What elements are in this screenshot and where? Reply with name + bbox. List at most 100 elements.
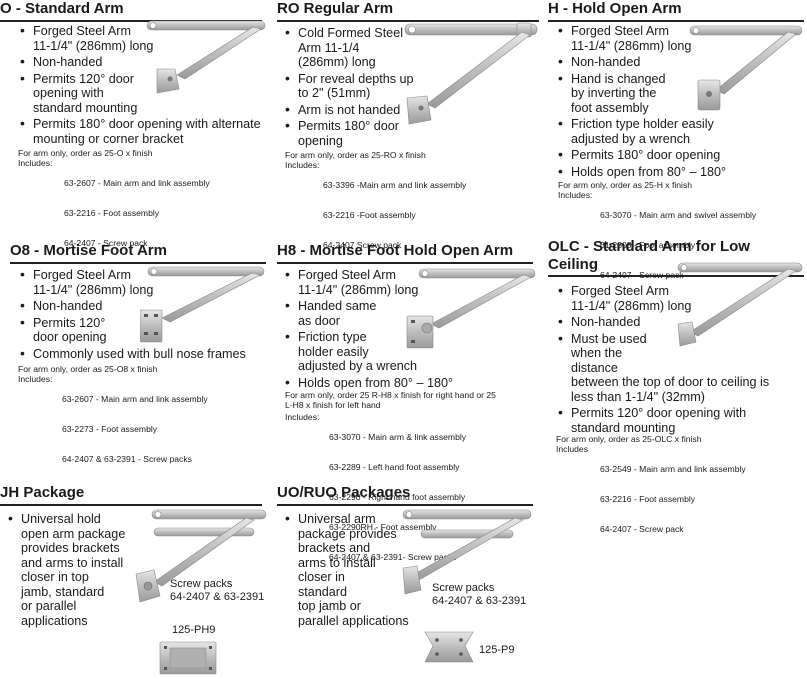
section-title: O - Standard Arm	[0, 0, 124, 17]
list-item: Friction type holder easily adjusted by …	[558, 116, 806, 146]
list-item: Friction type holder easily adjusted by …	[285, 329, 455, 374]
list-item: Permits 120° door opening	[20, 315, 270, 345]
includes-label: Includes:	[285, 160, 320, 170]
order-note: For arm only, order as 25-OLC x finish	[556, 434, 702, 444]
section-rule	[10, 262, 266, 264]
list-item: Permits 180° door opening	[285, 118, 435, 148]
include-item: 63-3396 -Main arm and link assembly	[323, 180, 467, 190]
feature-list: Forged Steel Arm 11-1/4" (286mm) long No…	[20, 23, 270, 148]
include-item: 61-2303 - Foot assembly	[600, 240, 696, 250]
section-title: JH Package	[0, 484, 85, 501]
screw-packs-caption: Screw packs 64-2407 & 63-2391	[432, 582, 527, 607]
section-ro-regular-arm: RO Regular Arm Cold Formed Steel Arm 11-…	[277, 0, 542, 250]
feature-list: Forged Steel Arm 11-1/4" (286mm) long No…	[20, 267, 270, 363]
section-title: H - Hold Open Arm	[548, 0, 682, 17]
includes-list: Includes: 63-2607 - Main arm and link as…	[18, 158, 268, 248]
includes-label: Includes:	[18, 158, 53, 168]
list-item: Commonly used with bull nose frames	[20, 346, 270, 362]
include-item: 63-2216 -Foot assembly	[323, 210, 416, 220]
includes-label: Includes:	[558, 190, 593, 200]
includes-label: Includes:	[18, 374, 53, 384]
section-title-line2: Ceiling	[548, 256, 599, 273]
list-item: Universal arm package provides brackets …	[285, 511, 415, 628]
include-item: 63-2216 - Foot assembly	[64, 208, 160, 218]
list-item: Cold Formed Steel Arm 11-1/4 (286mm) lon…	[285, 25, 435, 70]
include-item: 64-2407 - Screw pack	[64, 238, 148, 248]
list-item: Handed same as door	[285, 298, 455, 328]
list-item: Arm is not handed	[285, 102, 435, 118]
includes-label: Includes:	[285, 412, 320, 422]
mounting-plate-p9-image	[424, 631, 474, 663]
list-item: Holds open from 80° – 180°	[558, 164, 806, 180]
order-note: For arm only, order as 25-O8 x finish	[18, 364, 158, 374]
include-item: 63-2273 - Foot assembly	[62, 424, 158, 434]
list-item: Non-handed	[558, 54, 806, 70]
feature-list: Forged Steel Arm 11-1/4" (286mm) long No…	[558, 283, 806, 437]
uo-package-arms-image	[402, 509, 532, 595]
order-note: For arm only, order as 25-H x finish	[558, 180, 693, 190]
includes-list: Includes: 63-3396 -Main arm and link ass…	[285, 160, 535, 250]
section-olc-low-ceiling-arm: OLC - Standard Arm for Low Ceiling Forge…	[548, 238, 807, 534]
include-item: 63-2290 - Right hand foot assembly	[329, 492, 466, 502]
feature-list: Forged Steel Arm 11-1/4" (286mm) long Ha…	[285, 267, 455, 392]
list-item: Permits 120° door opening with standard …	[558, 405, 806, 435]
include-item: 64-2407 - Screw pack	[600, 524, 684, 534]
section-rule	[548, 20, 804, 22]
feature-list: Forged Steel Arm 11-1/4" (286mm) long No…	[558, 23, 806, 181]
includes-list: Includes: 63-2607 - Main arm and link as…	[18, 374, 268, 464]
include-item: 63-2549 - Main arm and link assembly	[600, 464, 746, 474]
include-item: 63-2289 - Left hand foot assembly	[329, 462, 460, 472]
include-item: 63-3070 - Main arm & link assembly	[329, 432, 467, 442]
list-item: Forged Steel Arm 11-1/4" (286mm) long	[558, 23, 806, 53]
section-title: OLC - Standard Arm for Low	[548, 238, 750, 255]
list-item: For reveal depths up to 2" (51mm)	[285, 71, 435, 101]
list-item: Permits 180° door opening	[558, 147, 806, 163]
list-item: Non-handed	[20, 298, 270, 314]
section-rule	[277, 262, 533, 264]
section-h-hold-open-arm: H - Hold Open Arm Forged Steel Arm 11-1/…	[548, 0, 807, 280]
list-item: Universal hold open arm package provides…	[8, 511, 138, 628]
list-item: Forged Steel Arm 11-1/4" (286mm) long	[20, 23, 270, 53]
section-o-standard-arm: O - Standard Arm Forged Steel Arm 11-1/4…	[0, 0, 270, 248]
list-item: Non-handed	[20, 54, 270, 70]
section-title: UO/RUO Packages	[277, 484, 411, 501]
section-rule	[277, 504, 533, 506]
list-item: Hand is changed by inverting the foot as…	[558, 71, 806, 116]
list-item: Permits 180° door opening with alternate…	[20, 116, 270, 146]
section-title: RO Regular Arm	[277, 0, 394, 17]
plate-label: 125-PH9	[172, 624, 216, 636]
include-item: 63-3070 - Main arm and swivel assembly	[600, 210, 757, 220]
list-item: Forged Steel Arm 11-1/4" (286mm) long	[285, 267, 455, 297]
section-rule	[0, 20, 262, 22]
includes-list: Includes: 63-3070 - Main arm and swivel …	[558, 190, 806, 280]
include-item: 63-2216 - Foot assembly	[600, 494, 696, 504]
includes-list: Includes 63-2549 - Main arm and link ass…	[556, 444, 806, 534]
plate-label: 125-P9	[479, 644, 515, 656]
list-item: Forged Steel Arm 11-1/4" (286mm) long	[558, 283, 806, 313]
include-item: 63-2607 - Main arm and link assembly	[62, 394, 208, 404]
include-item: 63-2607 - Main arm and link assembly	[64, 178, 210, 188]
section-title: H8 - Mortise Foot Hold Open Arm	[277, 242, 514, 259]
list-item: Must be used when the distance between t…	[558, 331, 806, 405]
order-note: For arm only, order as 25-O x finish	[18, 148, 153, 158]
mounting-plate-ph9-image	[159, 641, 217, 675]
feature-list: Cold Formed Steel Arm 11-1/4 (286mm) lon…	[285, 25, 435, 150]
includes-label: Includes	[556, 444, 589, 454]
section-uo-ruo-packages: UO/RUO Packages Universal arm package pr…	[277, 484, 547, 679]
list-item: Holds open from 80° – 180°	[285, 375, 455, 391]
order-note: For arm only, order 25 R-H8 x finish for…	[285, 390, 496, 410]
list-item: Permits 120° door opening with standard …	[20, 71, 270, 116]
include-item: 64-2407 & 63-2391 - Screw packs	[62, 454, 192, 464]
section-rule	[548, 275, 804, 277]
feature-list: Universal hold open arm package provides…	[8, 511, 138, 630]
order-note: For arm only, order as 25-RO x finish	[285, 150, 426, 160]
list-item: Forged Steel Arm 11-1/4" (286mm) long	[20, 267, 270, 297]
section-jh-package: JH Package Universal hold open arm packa…	[0, 484, 270, 679]
screw-packs-caption: Screw packs 64-2407 & 63-2391	[170, 578, 265, 603]
section-title: O8 - Mortise Foot Arm	[10, 242, 167, 259]
section-rule	[0, 504, 262, 506]
section-o8-mortise-foot-arm: O8 - Mortise Foot Arm Forged Steel Arm 1…	[0, 242, 270, 464]
include-item: 64-2407 Screw pack	[323, 240, 402, 250]
includes-list: Includes: 63-3070 - Main arm & link asse…	[285, 412, 535, 562]
section-rule	[277, 20, 539, 22]
